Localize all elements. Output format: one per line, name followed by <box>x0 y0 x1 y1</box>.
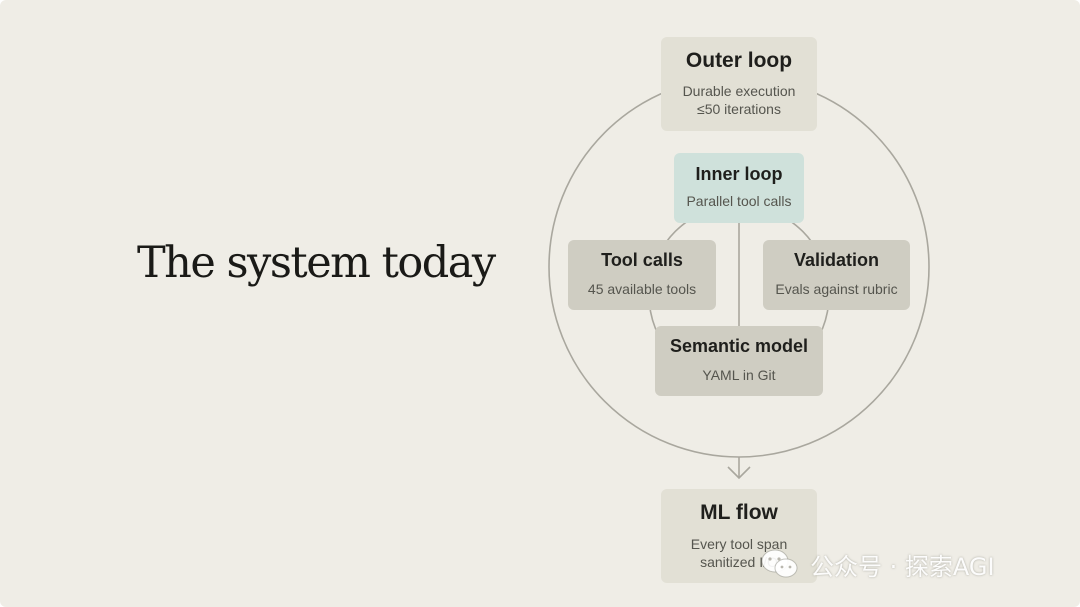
slide-title: The system today <box>137 238 496 288</box>
outer-loop-node: Outer loop Durable execution ≤50 iterati… <box>661 37 817 131</box>
outer-loop-line-2: ≤50 iterations <box>697 101 781 117</box>
semantic-model-node: Semantic model YAML in Git <box>655 326 823 396</box>
outer-loop-line-1: Durable execution <box>682 83 796 99</box>
inner-loop-title: Inner loop <box>695 164 783 184</box>
tool-calls-line-1: 45 available tools <box>587 281 697 297</box>
ml-flow-node: ML flow Every tool span sanitized I/O <box>661 489 817 583</box>
arrow-head <box>727 466 751 480</box>
inner-loop-line-1: Parallel tool calls <box>686 193 792 209</box>
ml-flow-title: ML flow <box>700 501 778 524</box>
watermark-text: 公众号 · 探索AGI <box>810 552 995 581</box>
ml-flow-line-1: Every tool span <box>690 536 788 552</box>
validation-line-1: Evals against rubric <box>775 281 898 297</box>
inner-loop-node: Inner loop Parallel tool calls <box>674 153 804 223</box>
validation-node: Validation Evals against rubric <box>763 240 910 310</box>
tool-calls-node: Tool calls 45 available tools <box>568 240 716 310</box>
watermark: 公众号 · 探索AGI <box>760 547 995 581</box>
outer-loop-title: Outer loop <box>685 49 793 72</box>
tool-calls-title: Tool calls <box>601 250 683 270</box>
semantic-model-title: Semantic model <box>669 336 809 356</box>
ml-flow-line-2: sanitized I/O <box>700 554 778 570</box>
wechat-icon <box>761 549 798 578</box>
validation-title: Validation <box>793 250 880 270</box>
semantic-model-line-1: YAML in Git <box>702 367 776 383</box>
